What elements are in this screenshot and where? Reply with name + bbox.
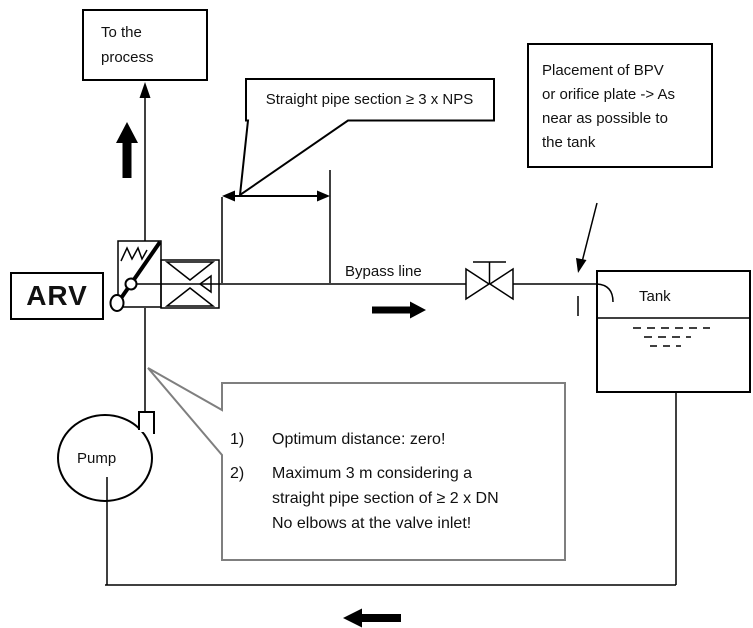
process-box-line2: process [101,49,154,66]
valve-triangle-bottom [164,287,216,307]
flow-arrow-right-icon [372,301,426,319]
note-item2-number: 2) [230,465,245,482]
bpv-pointer-arrow [576,202,598,273]
arv-label: ARV [26,280,88,311]
note-item2-line2: straight pipe section of ≥ 2 x DN [272,490,499,507]
note-item2-line1: Maximum 3 m considering a [272,465,473,482]
inlet-elbow [596,283,614,303]
note-item1-number: 1) [230,431,245,448]
bypass-line-label: Bypass line [345,263,422,280]
straight-pipe-callout-shape [238,78,495,198]
bpv-note-line3: near as possible to [542,110,668,127]
dimension-arrow [221,170,331,283]
gate-valve-icon [465,261,514,301]
return-pipe [105,392,677,586]
process-pipe [139,82,151,241]
bpv-note-line2: or orifice plate -> As [542,86,675,103]
tank-level-dashes [633,327,710,347]
notes-callout-shape [147,367,566,561]
arv-valve-symbol [109,240,220,312]
spring-zigzag-icon [120,246,148,262]
bpv-placement-note-box: Placement of BPV or orifice plate -> As … [527,43,713,168]
flow-direction-triangle [198,274,212,294]
process-destination-box: To the process [82,9,208,81]
bpv-note-line4: the tank [542,134,596,151]
tank-label: Tank [639,288,671,305]
pivot-circle-large [109,294,125,312]
tank-symbol [596,270,751,393]
flow-arrow-up-icon [116,122,138,178]
process-box-line1: To the [101,24,142,41]
arv-label-box: ARV [10,272,104,320]
note-item2-line3: No elbows at the valve inlet! [272,515,472,532]
pump-symbol [57,411,155,502]
note-item1-text: Optimum distance: zero! [272,431,446,448]
bpv-note-line1: Placement of BPV [542,62,664,79]
flow-arrow-left-icon [343,608,401,628]
straight-pipe-callout-label: Straight pipe section ≥ 3 x NPS [265,90,474,108]
lever-arm [115,240,162,306]
valve-triangle-top [164,261,216,281]
pivot-circle-small [124,277,138,291]
pump-label: Pump [77,450,117,467]
